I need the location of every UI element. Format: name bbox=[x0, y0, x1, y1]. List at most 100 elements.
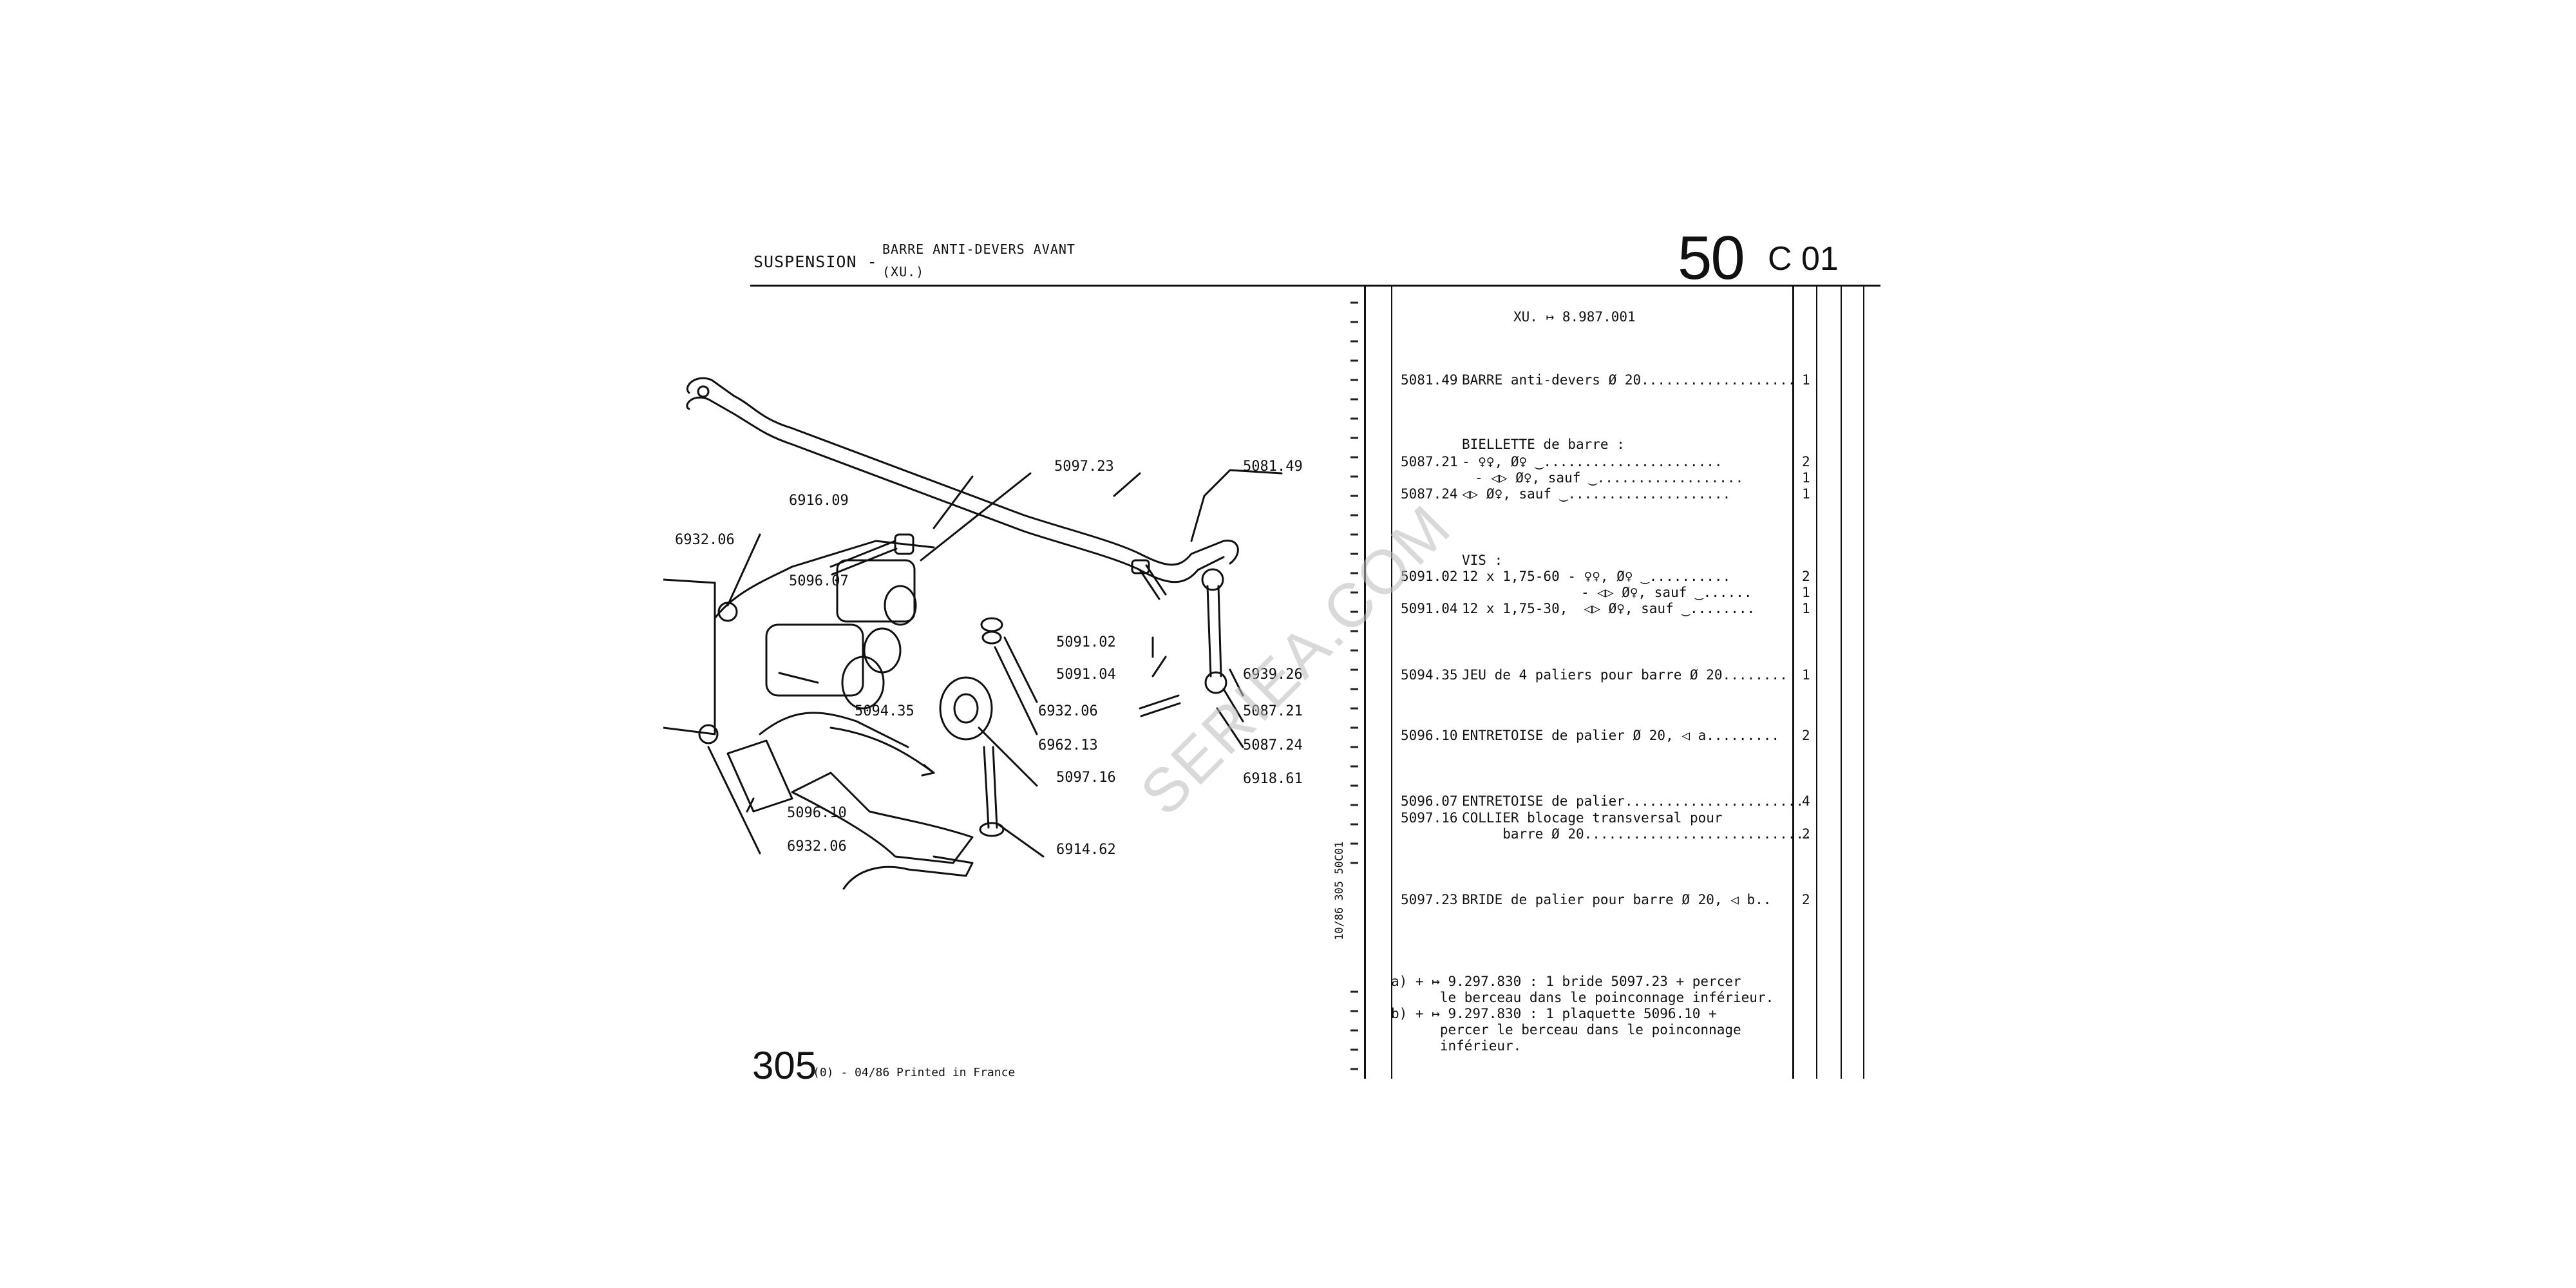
row-ref: 5081.49 bbox=[1401, 372, 1458, 388]
section-label: SUSPENSION - bbox=[753, 252, 878, 271]
note-line: a) + ↦ 9.297.830 : 1 bride 5097.23 + per… bbox=[1391, 974, 1741, 989]
bearing-bush bbox=[841, 656, 885, 710]
table-left-rule bbox=[1364, 287, 1366, 1079]
callout: 5091.04 bbox=[1056, 667, 1116, 683]
bearing-block bbox=[765, 623, 864, 697]
sub-code: C 01 bbox=[1768, 240, 1839, 278]
callout: 6932.06 bbox=[787, 838, 847, 855]
arrow-head bbox=[921, 764, 935, 777]
row-ref: 5091.04 bbox=[1401, 601, 1458, 616]
row-ref: 5096.10 bbox=[1401, 728, 1458, 743]
bolt-6914 bbox=[983, 746, 998, 829]
callout: 5081.49 bbox=[1243, 459, 1303, 475]
anti-roll-bar-edge bbox=[686, 396, 1225, 583]
collar-inner bbox=[953, 693, 979, 724]
row-text: VIS : bbox=[1462, 553, 1503, 568]
bolt-5091-head bbox=[1131, 559, 1150, 574]
table-col-rule-3 bbox=[1863, 287, 1864, 1079]
row-text: BARRE anti-devers Ø 20..................… bbox=[1462, 372, 1796, 388]
row-text: BRIDE de palier pour barre Ø 20, ◁ b.. bbox=[1462, 892, 1772, 907]
qty: 1 bbox=[1802, 470, 1810, 486]
qty: 1 bbox=[1802, 667, 1810, 683]
qty: 4 bbox=[1802, 793, 1810, 809]
row-text: - ◁▷ Ø♀, sauf ‿...... bbox=[1581, 585, 1752, 600]
print-note: (0) - 04/86 Printed in France bbox=[813, 1066, 1016, 1079]
note-line: percer le berceau dans le poinconnage bbox=[1391, 1022, 1741, 1037]
note-line: b) + ↦ 9.297.830 : 1 plaquette 5096.10 + bbox=[1391, 1006, 1717, 1021]
row-text: ENTRETOISE de palier....................… bbox=[1462, 793, 1804, 809]
link-rod bbox=[1206, 585, 1222, 677]
callout: 5094.35 bbox=[855, 703, 914, 719]
callout: 5087.24 bbox=[1243, 737, 1303, 753]
bolt-5091 bbox=[1139, 564, 1167, 600]
row-ref: 5094.35 bbox=[1401, 667, 1458, 683]
header-rule bbox=[750, 285, 1880, 287]
row-ref: 5091.02 bbox=[1401, 569, 1458, 584]
page-number: 305 bbox=[752, 1044, 817, 1087]
group-number: 50 bbox=[1678, 223, 1745, 292]
callout: 5097.23 bbox=[1054, 459, 1114, 475]
table-qty-rule bbox=[1792, 287, 1794, 1079]
row-ref: 5087.24 bbox=[1401, 486, 1458, 502]
row-text: 12 x 1,75-60 - ♀♀, Ø♀ ‿.......... bbox=[1462, 569, 1731, 584]
callout: 6962.13 bbox=[1038, 737, 1098, 753]
qty: 2 bbox=[1802, 569, 1810, 584]
callout: 5087.21 bbox=[1243, 703, 1303, 719]
note-line: inférieur. bbox=[1391, 1038, 1522, 1054]
spacer bbox=[726, 739, 793, 813]
qty: 1 bbox=[1802, 486, 1810, 502]
callout: 6932.06 bbox=[1038, 703, 1098, 719]
callout: 5096.07 bbox=[789, 573, 849, 589]
table-col-rule-1 bbox=[1816, 287, 1817, 1079]
row-text: 12 x 1,75-30, ◁▷ Ø♀, sauf ‿........ bbox=[1462, 601, 1756, 616]
lower-arm bbox=[791, 772, 974, 864]
applicability: XU. ↦ 8.987.001 bbox=[1513, 309, 1636, 325]
washer-2 bbox=[981, 630, 1002, 645]
callout: 6914.62 bbox=[1056, 842, 1116, 858]
callout: 5096.10 bbox=[787, 805, 847, 821]
callout: 6932.06 bbox=[675, 532, 735, 548]
qty: 1 bbox=[1802, 585, 1810, 600]
callout: 6916.09 bbox=[789, 493, 849, 509]
link-top-eye bbox=[1201, 568, 1224, 591]
row-ref: 5087.21 bbox=[1401, 454, 1458, 469]
cradle bbox=[663, 578, 716, 735]
bolt-6914-head bbox=[979, 822, 1005, 837]
link-bottom-eye bbox=[1204, 671, 1227, 694]
callout: 5097.16 bbox=[1056, 770, 1116, 786]
exploded-diagram bbox=[663, 377, 1283, 890]
qty: 2 bbox=[1802, 892, 1810, 907]
qty: 2 bbox=[1802, 826, 1810, 842]
cradle-top bbox=[714, 540, 935, 620]
qty: 2 bbox=[1802, 728, 1810, 743]
lower-bracket bbox=[842, 855, 974, 890]
note-line: le berceau dans le poinconnage inférieur… bbox=[1391, 990, 1774, 1005]
washer bbox=[980, 617, 1003, 632]
bolt-head bbox=[894, 533, 914, 555]
row-ref: 5096.07 bbox=[1401, 793, 1458, 809]
row-text: BIELLETTE de barre : bbox=[1462, 437, 1625, 452]
collar bbox=[939, 676, 993, 741]
bearing-bush-3 bbox=[884, 585, 917, 626]
row-ref: 5097.16 bbox=[1401, 810, 1458, 826]
nut-2 bbox=[717, 601, 738, 622]
bolt-6918 bbox=[1139, 694, 1181, 717]
table-col-rule-2 bbox=[1841, 287, 1842, 1079]
row-text: JEU de 4 paliers pour barre Ø 20........ bbox=[1462, 667, 1788, 683]
bolt-6916 bbox=[829, 540, 898, 576]
qty: 1 bbox=[1802, 601, 1810, 616]
callout: 6918.61 bbox=[1243, 771, 1303, 787]
table-ref-rule bbox=[1391, 287, 1392, 1079]
cradle-lower bbox=[759, 712, 909, 748]
row-ref: 5097.23 bbox=[1401, 892, 1458, 907]
title-line-2: (XU.) bbox=[882, 264, 925, 279]
row-text: ENTRETOISE de palier Ø 20, ◁ a......... bbox=[1462, 728, 1780, 743]
row-text: ◁▷ Ø♀, sauf ‿.................... bbox=[1462, 486, 1731, 502]
row-text: - ♀♀, Ø♀ ‿...................... bbox=[1462, 454, 1723, 469]
row-text: - ◁▷ Ø♀, sauf ‿.................. bbox=[1475, 470, 1744, 486]
bearing-clamp bbox=[836, 559, 916, 623]
anti-roll-bar bbox=[687, 377, 1239, 566]
title-line-1: BARRE ANTI-DEVERS AVANT bbox=[882, 242, 1075, 257]
bearing-bush-2 bbox=[863, 627, 902, 674]
margin-ticks bbox=[1350, 301, 1358, 1070]
